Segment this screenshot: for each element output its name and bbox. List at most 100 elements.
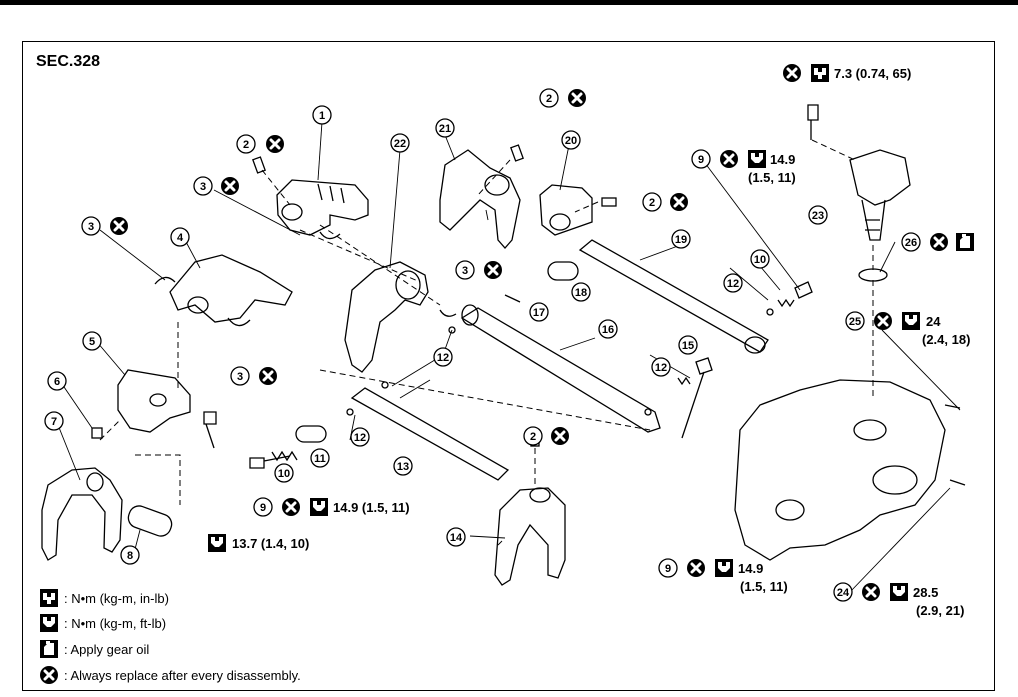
svg-text:12: 12 — [655, 362, 667, 374]
legend: : N•m (kg-m, in-lb) : N•m (kg-m, ft-lb) … — [38, 589, 301, 686]
leader-lines — [57, 121, 961, 593]
svg-text:18: 18 — [575, 287, 587, 299]
callout-8: 8 — [120, 545, 140, 565]
svg-text:3: 3 — [462, 265, 468, 277]
torque-wrench-ftlb-icon — [310, 498, 328, 516]
legend-replace: : Always replace after every disassembly… — [64, 668, 301, 683]
torque-wrench-ftlb-icon — [208, 534, 226, 552]
svg-text:10: 10 — [754, 254, 766, 266]
torque-wrench-ftlb-icon — [40, 614, 58, 632]
replace-x-icon — [566, 87, 588, 109]
callout-4: 4 — [170, 227, 190, 247]
callout-9b: 9 — [253, 497, 273, 517]
replace-x-icon — [928, 231, 950, 253]
callout-2b: 2 — [539, 88, 559, 108]
svg-text:25: 25 — [849, 316, 861, 328]
replace-x-icon — [781, 62, 803, 84]
replace-x-icon — [685, 557, 707, 579]
svg-text:26: 26 — [905, 237, 917, 249]
svg-text:8: 8 — [127, 550, 133, 562]
replace-x-icon — [668, 191, 690, 213]
svg-text:19: 19 — [675, 234, 687, 246]
callout-3b: 3 — [81, 216, 101, 236]
replace-x-icon — [718, 148, 740, 170]
callout-2a: 2 — [236, 134, 256, 154]
svg-text:2: 2 — [243, 139, 249, 151]
svg-text:7: 7 — [51, 416, 57, 428]
replace-x-icon — [482, 259, 504, 281]
callout-12b: 12 — [433, 347, 453, 367]
svg-text:17: 17 — [533, 307, 545, 319]
torque-wrench-ftlb-icon — [715, 559, 733, 577]
svg-text:12: 12 — [727, 278, 739, 290]
gear-oil-icon — [956, 233, 974, 251]
torque-wrench-inlb-icon — [40, 589, 58, 607]
replace-x-icon — [280, 496, 302, 518]
callout-23: 23 — [808, 205, 828, 225]
parts-drawing — [41, 104, 966, 586]
torque-values: 7.3 (0.74, 65) 14.9 (1.5, 11) 14.9 (1.5,… — [232, 66, 970, 618]
callout-5: 5 — [82, 331, 102, 351]
torque-25-sub: (2.4, 18) — [922, 332, 970, 347]
callout-16: 16 — [598, 319, 618, 339]
svg-text:2: 2 — [546, 93, 552, 105]
callout-18: 18 — [571, 282, 591, 302]
section-label: SEC.328 — [36, 53, 100, 70]
svg-text:5: 5 — [89, 336, 95, 348]
callout-3c: 3 — [230, 366, 250, 386]
svg-text:9: 9 — [665, 563, 671, 575]
svg-text:2: 2 — [649, 197, 655, 209]
legend-inlb: : N•m (kg-m, in-lb) — [64, 591, 169, 606]
callout-12a: 12 — [723, 273, 743, 293]
callout-21: 21 — [435, 118, 455, 138]
callout-1: 1 — [312, 105, 332, 125]
torque-5: 13.7 (1.4, 10) — [232, 536, 309, 551]
svg-text:3: 3 — [88, 221, 94, 233]
svg-text:4: 4 — [177, 232, 184, 244]
alignment-lines — [99, 139, 874, 505]
replace-x-icon — [872, 310, 894, 332]
svg-text:15: 15 — [682, 340, 694, 352]
legend-ftlb: : N•m (kg-m, ft-lb) — [64, 616, 166, 631]
callout-17: 17 — [529, 302, 549, 322]
callout-14: 14 — [446, 527, 466, 547]
replace-x-icon — [257, 365, 279, 387]
torque-9b: 14.9 (1.5, 11) — [333, 500, 410, 515]
torque-24: 28.5 — [913, 585, 938, 600]
torque-wrench-ftlb-icon — [902, 312, 920, 330]
svg-text:3: 3 — [200, 181, 206, 193]
gear-oil-icon — [40, 640, 58, 658]
header-rule — [0, 0, 1018, 5]
callout-10b: 10 — [274, 463, 294, 483]
callout-2d: 2 — [523, 426, 543, 446]
legend-oil: : Apply gear oil — [64, 642, 149, 657]
svg-text:23: 23 — [812, 210, 824, 222]
callout-6: 6 — [47, 371, 67, 391]
svg-text:14: 14 — [450, 532, 463, 544]
callout-3d: 3 — [455, 260, 475, 280]
svg-text:21: 21 — [439, 123, 451, 135]
svg-text:12: 12 — [354, 432, 366, 444]
svg-text:13: 13 — [397, 461, 409, 473]
callout-12d: 12 — [350, 427, 370, 447]
torque-9c-sub: (1.5, 11) — [740, 579, 788, 594]
torque-wrench-ftlb-icon — [748, 150, 766, 168]
replace-x-icon — [264, 133, 286, 155]
torque-9a-sub: (1.5, 11) — [748, 170, 796, 185]
replace-x-icon — [219, 175, 241, 197]
replace-x-icon — [860, 581, 882, 603]
svg-text:9: 9 — [260, 502, 266, 514]
callout-13: 13 — [393, 456, 413, 476]
svg-text:24: 24 — [837, 587, 850, 599]
svg-text:6: 6 — [54, 376, 60, 388]
callout-2c: 2 — [642, 192, 662, 212]
torque-24-sub: (2.9, 21) — [916, 603, 964, 618]
torque-23: 7.3 (0.74, 65) — [834, 66, 911, 81]
callout-20: 20 — [561, 130, 581, 150]
svg-text:20: 20 — [565, 135, 577, 147]
callout-19: 19 — [671, 229, 691, 249]
callout-22: 22 — [390, 133, 410, 153]
torque-wrench-ftlb-icon — [890, 583, 908, 601]
callout-3a: 3 — [193, 176, 213, 196]
